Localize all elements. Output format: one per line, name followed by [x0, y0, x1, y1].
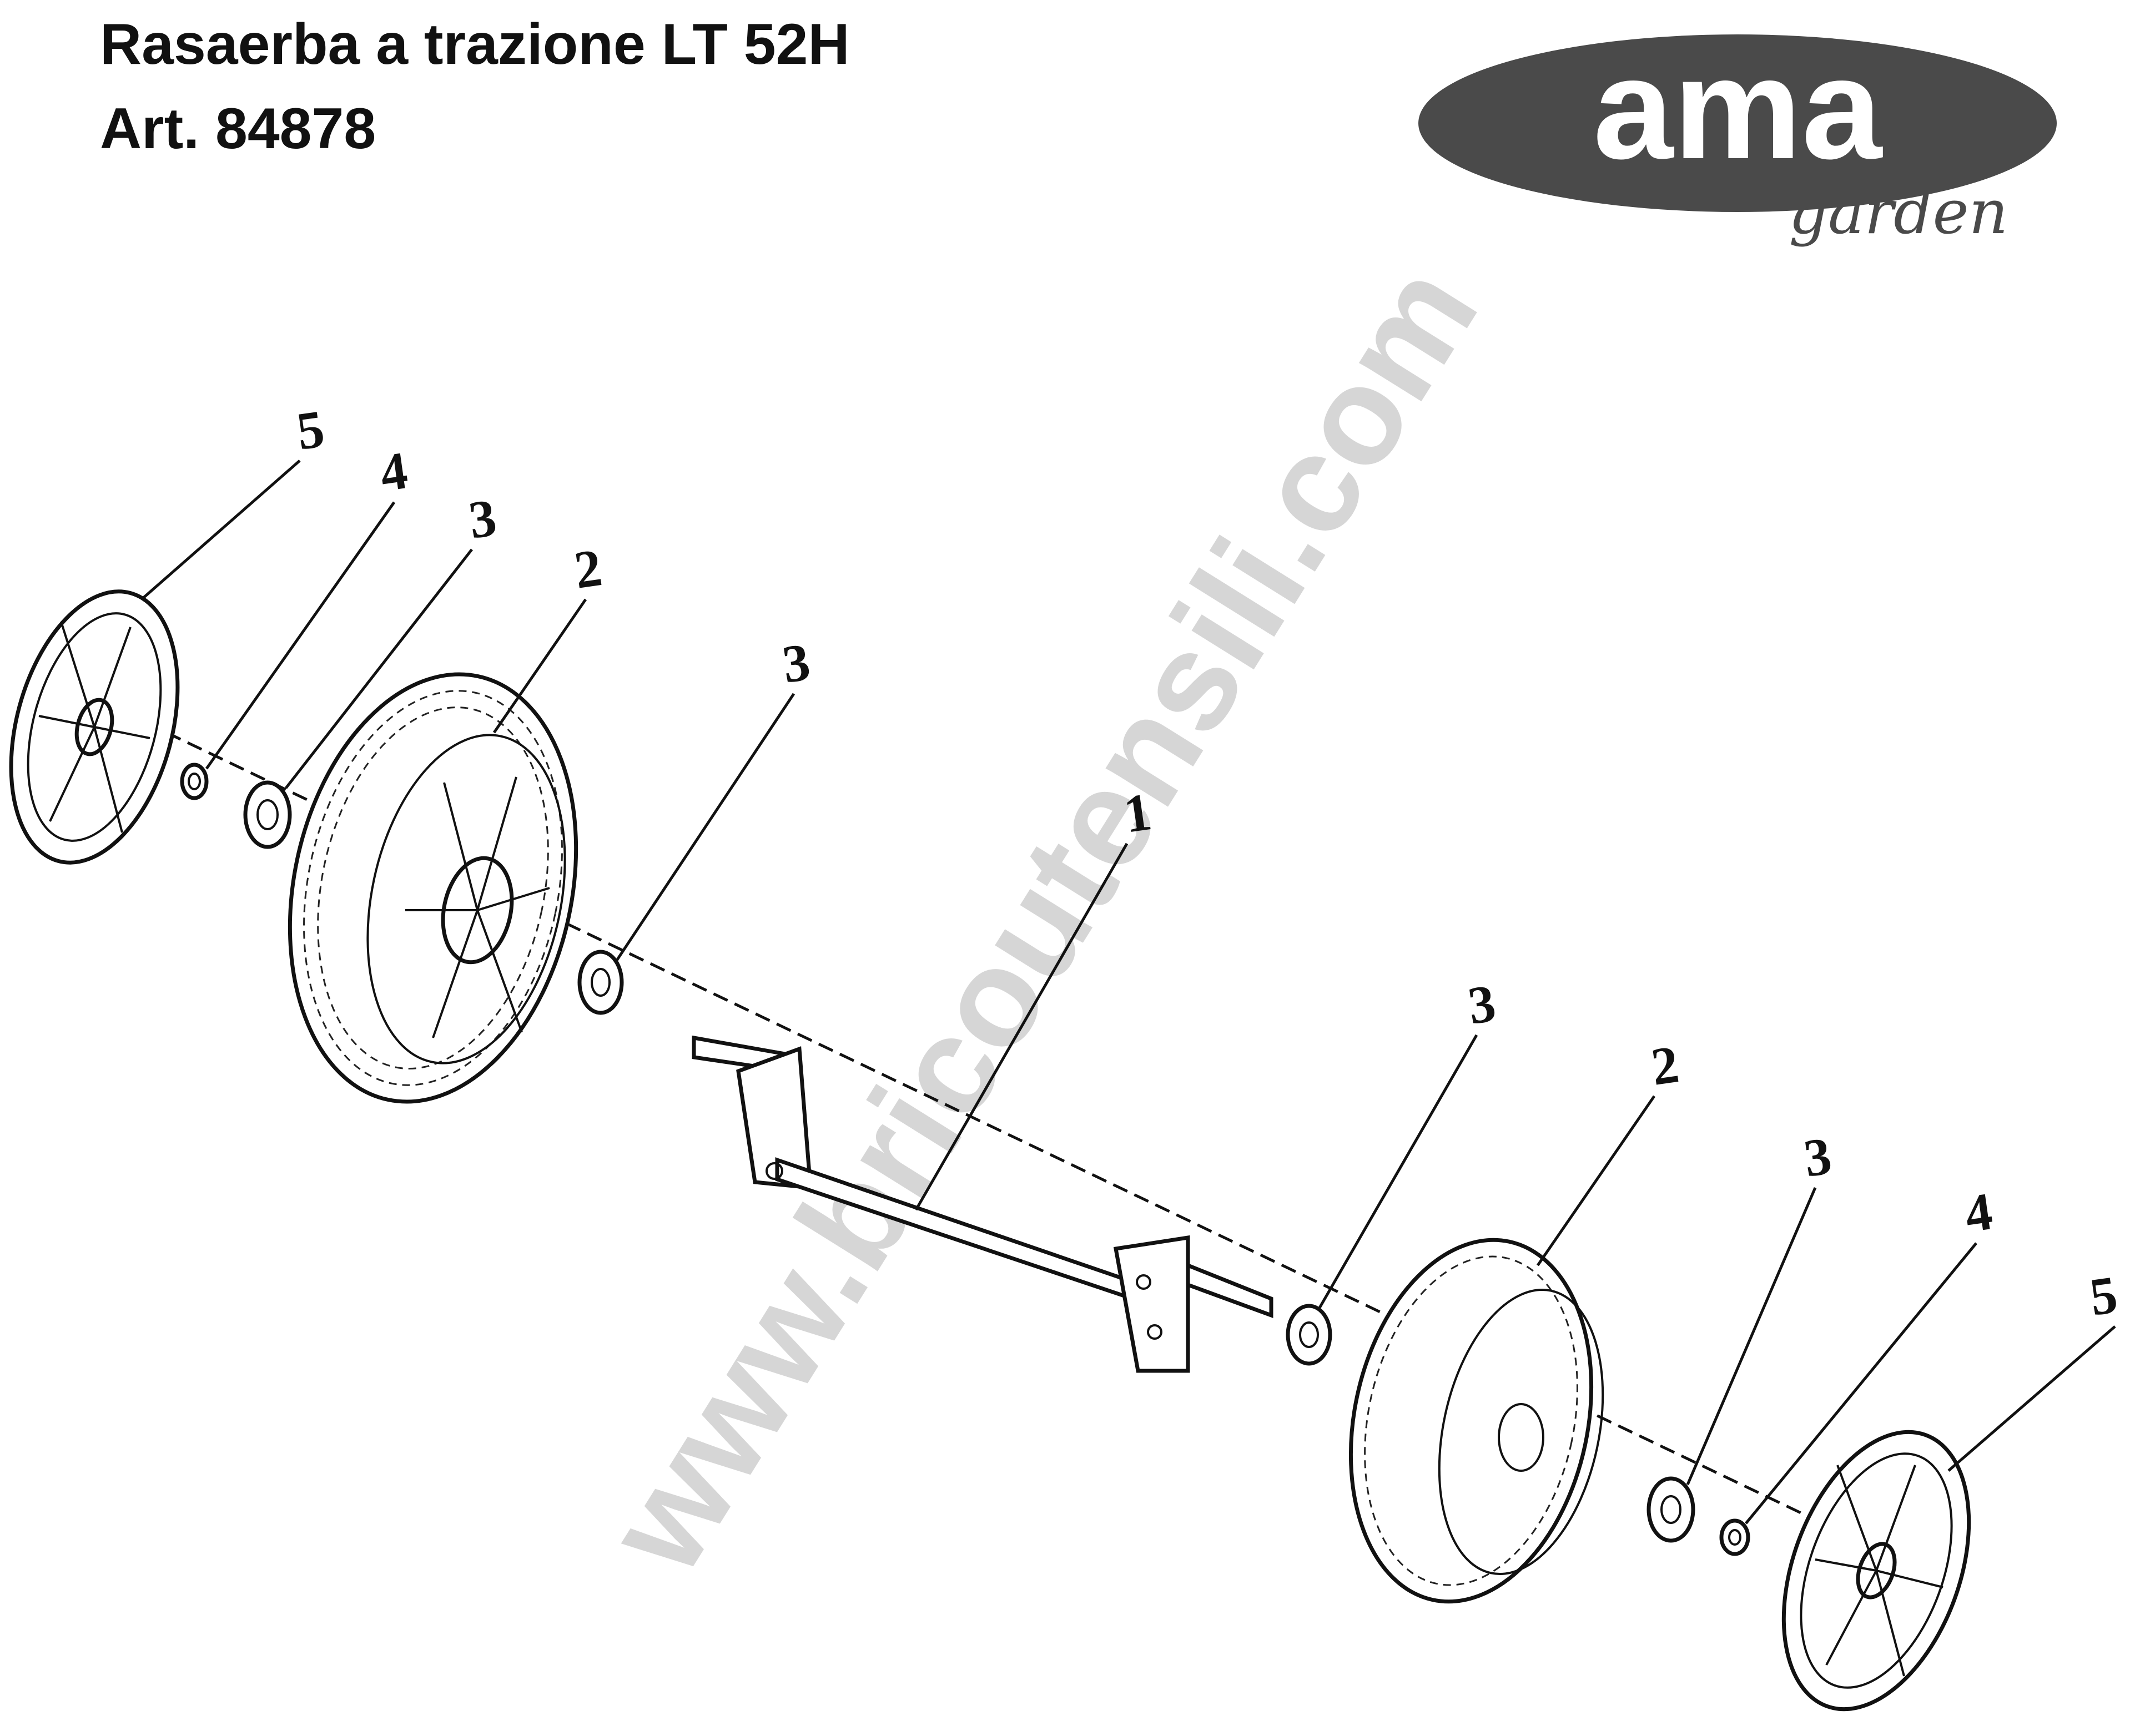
nut-right — [1719, 1518, 1750, 1556]
ama-garden-logo: ama garden — [1418, 28, 2057, 248]
callout-3-left-outer: 3 — [465, 487, 500, 550]
hub-cap-left — [9, 589, 180, 865]
bearing-left-outer — [243, 780, 292, 849]
callout-3-right-inner: 3 — [1464, 973, 1499, 1036]
wheel-right — [1348, 1238, 1604, 1604]
nut-left — [180, 763, 209, 800]
article-number: Art. 84878 — [100, 97, 376, 161]
axle — [692, 1035, 1273, 1373]
bearing-right-inner — [1286, 1304, 1332, 1366]
assembly-axis-line — [165, 731, 1900, 1561]
wheel-left — [288, 672, 578, 1104]
leader-lines — [140, 460, 2116, 1525]
callout-4-left: 4 — [376, 440, 411, 503]
callout-2-left: 2 — [571, 537, 605, 600]
callout-2-right: 2 — [1648, 1034, 1682, 1097]
callout-3-right-outer: 3 — [1800, 1126, 1835, 1188]
logo-brand-text: ama — [1593, 28, 1883, 189]
callout-5-left: 5 — [293, 398, 328, 461]
bearing-right-outer — [1646, 1476, 1695, 1543]
bearing-left-inner — [577, 950, 624, 1015]
callout-5-right: 5 — [2086, 1264, 2121, 1327]
page-title: Rasaerba a trazione LT 52H — [100, 12, 850, 77]
logo-tagline-text: garden — [1789, 176, 2008, 248]
hub-cap-right — [1781, 1430, 1971, 1712]
callout-4-right: 4 — [1961, 1181, 1996, 1244]
callout-3-left-inner: 3 — [779, 632, 813, 694]
